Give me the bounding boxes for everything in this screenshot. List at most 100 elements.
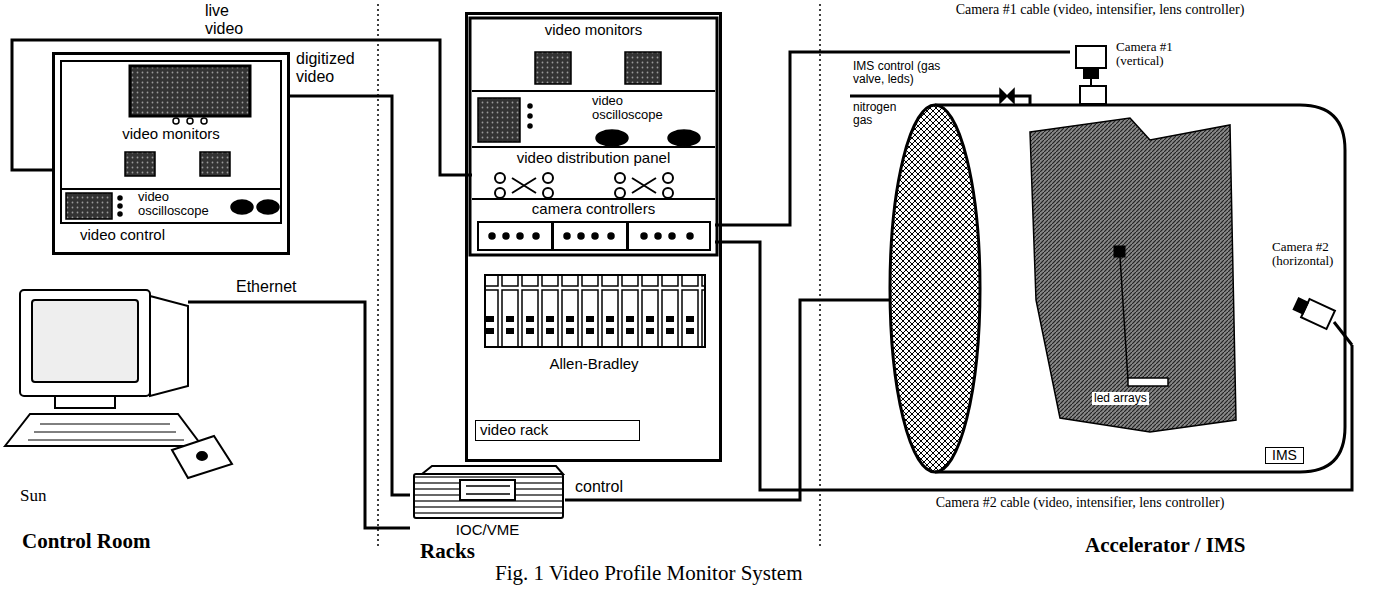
console-equipment [257,200,279,214]
camera: Camera #2 (horizontal) [1268,240,1372,345]
ioc-chassis [460,480,515,500]
console-box: video control video monitors video oscillo… [52,52,290,255]
rack-equipment [663,173,673,183]
rack-equipment [495,173,505,183]
rack-equipment [495,173,673,198]
sun-workstation [188,301,230,304]
console-section: video monitors [60,60,282,190]
region-divider [819,4,821,548]
rack-equipment [564,233,570,239]
rack-equipment [503,233,509,239]
rack-equipment [528,114,532,118]
camera-icons [1080,86,1106,104]
node-text: video distribution panel [472,150,715,167]
camera-icons [1292,295,1335,329]
workstation: Sun [5,282,230,510]
node-text: video oscilloscope [592,94,663,123]
camera-icons [1294,298,1308,313]
console-equipment [201,118,207,124]
ims-vessel-parts [1030,118,1236,432]
rack-equipment [615,173,625,183]
console-equipment [130,66,250,116]
node-text: IOC/VME [410,522,565,539]
gas-label: nitrogen gas [853,101,896,127]
cable-label: digitized video [296,50,355,85]
figure-caption: Fig. 1 Video Profile Monitor System [495,562,803,585]
rack-equipment [535,52,571,84]
console-equipment [125,152,155,176]
cable-label: control [575,478,623,496]
region-divider [377,4,379,548]
console-equipment [187,118,193,124]
console-equipment [118,204,122,208]
ioc-chassis [422,466,563,474]
sun-workstation [172,436,232,478]
node-text: video oscilloscope [138,190,209,219]
sun-workstation [5,290,232,478]
vessel-outline [850,100,1345,472]
node-text: video rack [475,420,640,441]
camera-icons [1090,78,1092,86]
rack-equipment [628,222,710,250]
rack-equipment [485,275,705,347]
console-equipment [173,118,179,124]
sun-workstation [150,296,188,396]
ioc-chassis [414,474,563,518]
rack-section: video distribution panel [472,148,715,200]
ims-vessel-parts [850,89,1236,472]
ims-vessel-parts [1114,246,1125,257]
rack-equipment [608,233,614,239]
region-divider [378,4,820,548]
ims-vessel-parts [1000,89,1014,103]
rack-equipment [641,233,647,239]
ims-vessel: IMS [850,100,1345,472]
rack-section: video monitors [472,20,715,92]
rack-equipment [478,98,520,142]
rack-equipment [533,233,539,239]
console-equipment [66,193,112,219]
node-text: Camera #2 (horizontal) [1272,240,1368,269]
rack-equipment [578,233,584,239]
vessel-outline [935,105,1345,472]
console-equipment [231,200,253,214]
rack-equipment [489,233,693,239]
node-text: video monitors [62,126,280,143]
camera-icons [1076,46,1352,345]
rack-equipment [663,188,673,198]
cable-label: live video [205,2,243,37]
node-text: Allen-Bradley [478,356,710,373]
rack-section: video oscilloscope [472,92,715,148]
cable-label: Camera #1 cable (video, intensifier, len… [950,2,1250,17]
rack-box: video rack video monitorsvideo oscillosco… [465,12,722,462]
rack-equipment [470,18,717,255]
cable-line [565,300,850,500]
rack-equipment [592,233,598,239]
region-label: Accelerator / IMS [1085,534,1246,557]
camera-icons [1084,68,1098,78]
node-text: video control [80,227,165,244]
rack-equipment [687,233,693,239]
rack-equipment [512,178,536,193]
rack-equipment [517,233,523,239]
cable-label: Camera #2 cable (video, intensifier, len… [930,495,1230,510]
rack-equipment [470,18,717,347]
plc-crate: Allen-Bradley [478,268,710,380]
rack-equipment [478,222,552,250]
cable-line [290,96,410,495]
console-equipment [200,152,230,176]
console-equipment [118,212,122,216]
ims-vessel-parts [890,105,980,472]
console-section: video oscilloscope [60,188,282,224]
camera: Camera #1 (vertical) [1070,40,1200,102]
rack-equipment [543,188,553,198]
node-text: camera controllers [472,201,715,218]
ims-vessel-parts [850,95,1000,98]
rack-equipment [528,104,532,108]
camera-icons [1334,322,1352,345]
rack-equipment [632,178,656,193]
rack-equipment [528,124,532,128]
rack-equipment [495,188,505,198]
cable-line [230,302,410,528]
